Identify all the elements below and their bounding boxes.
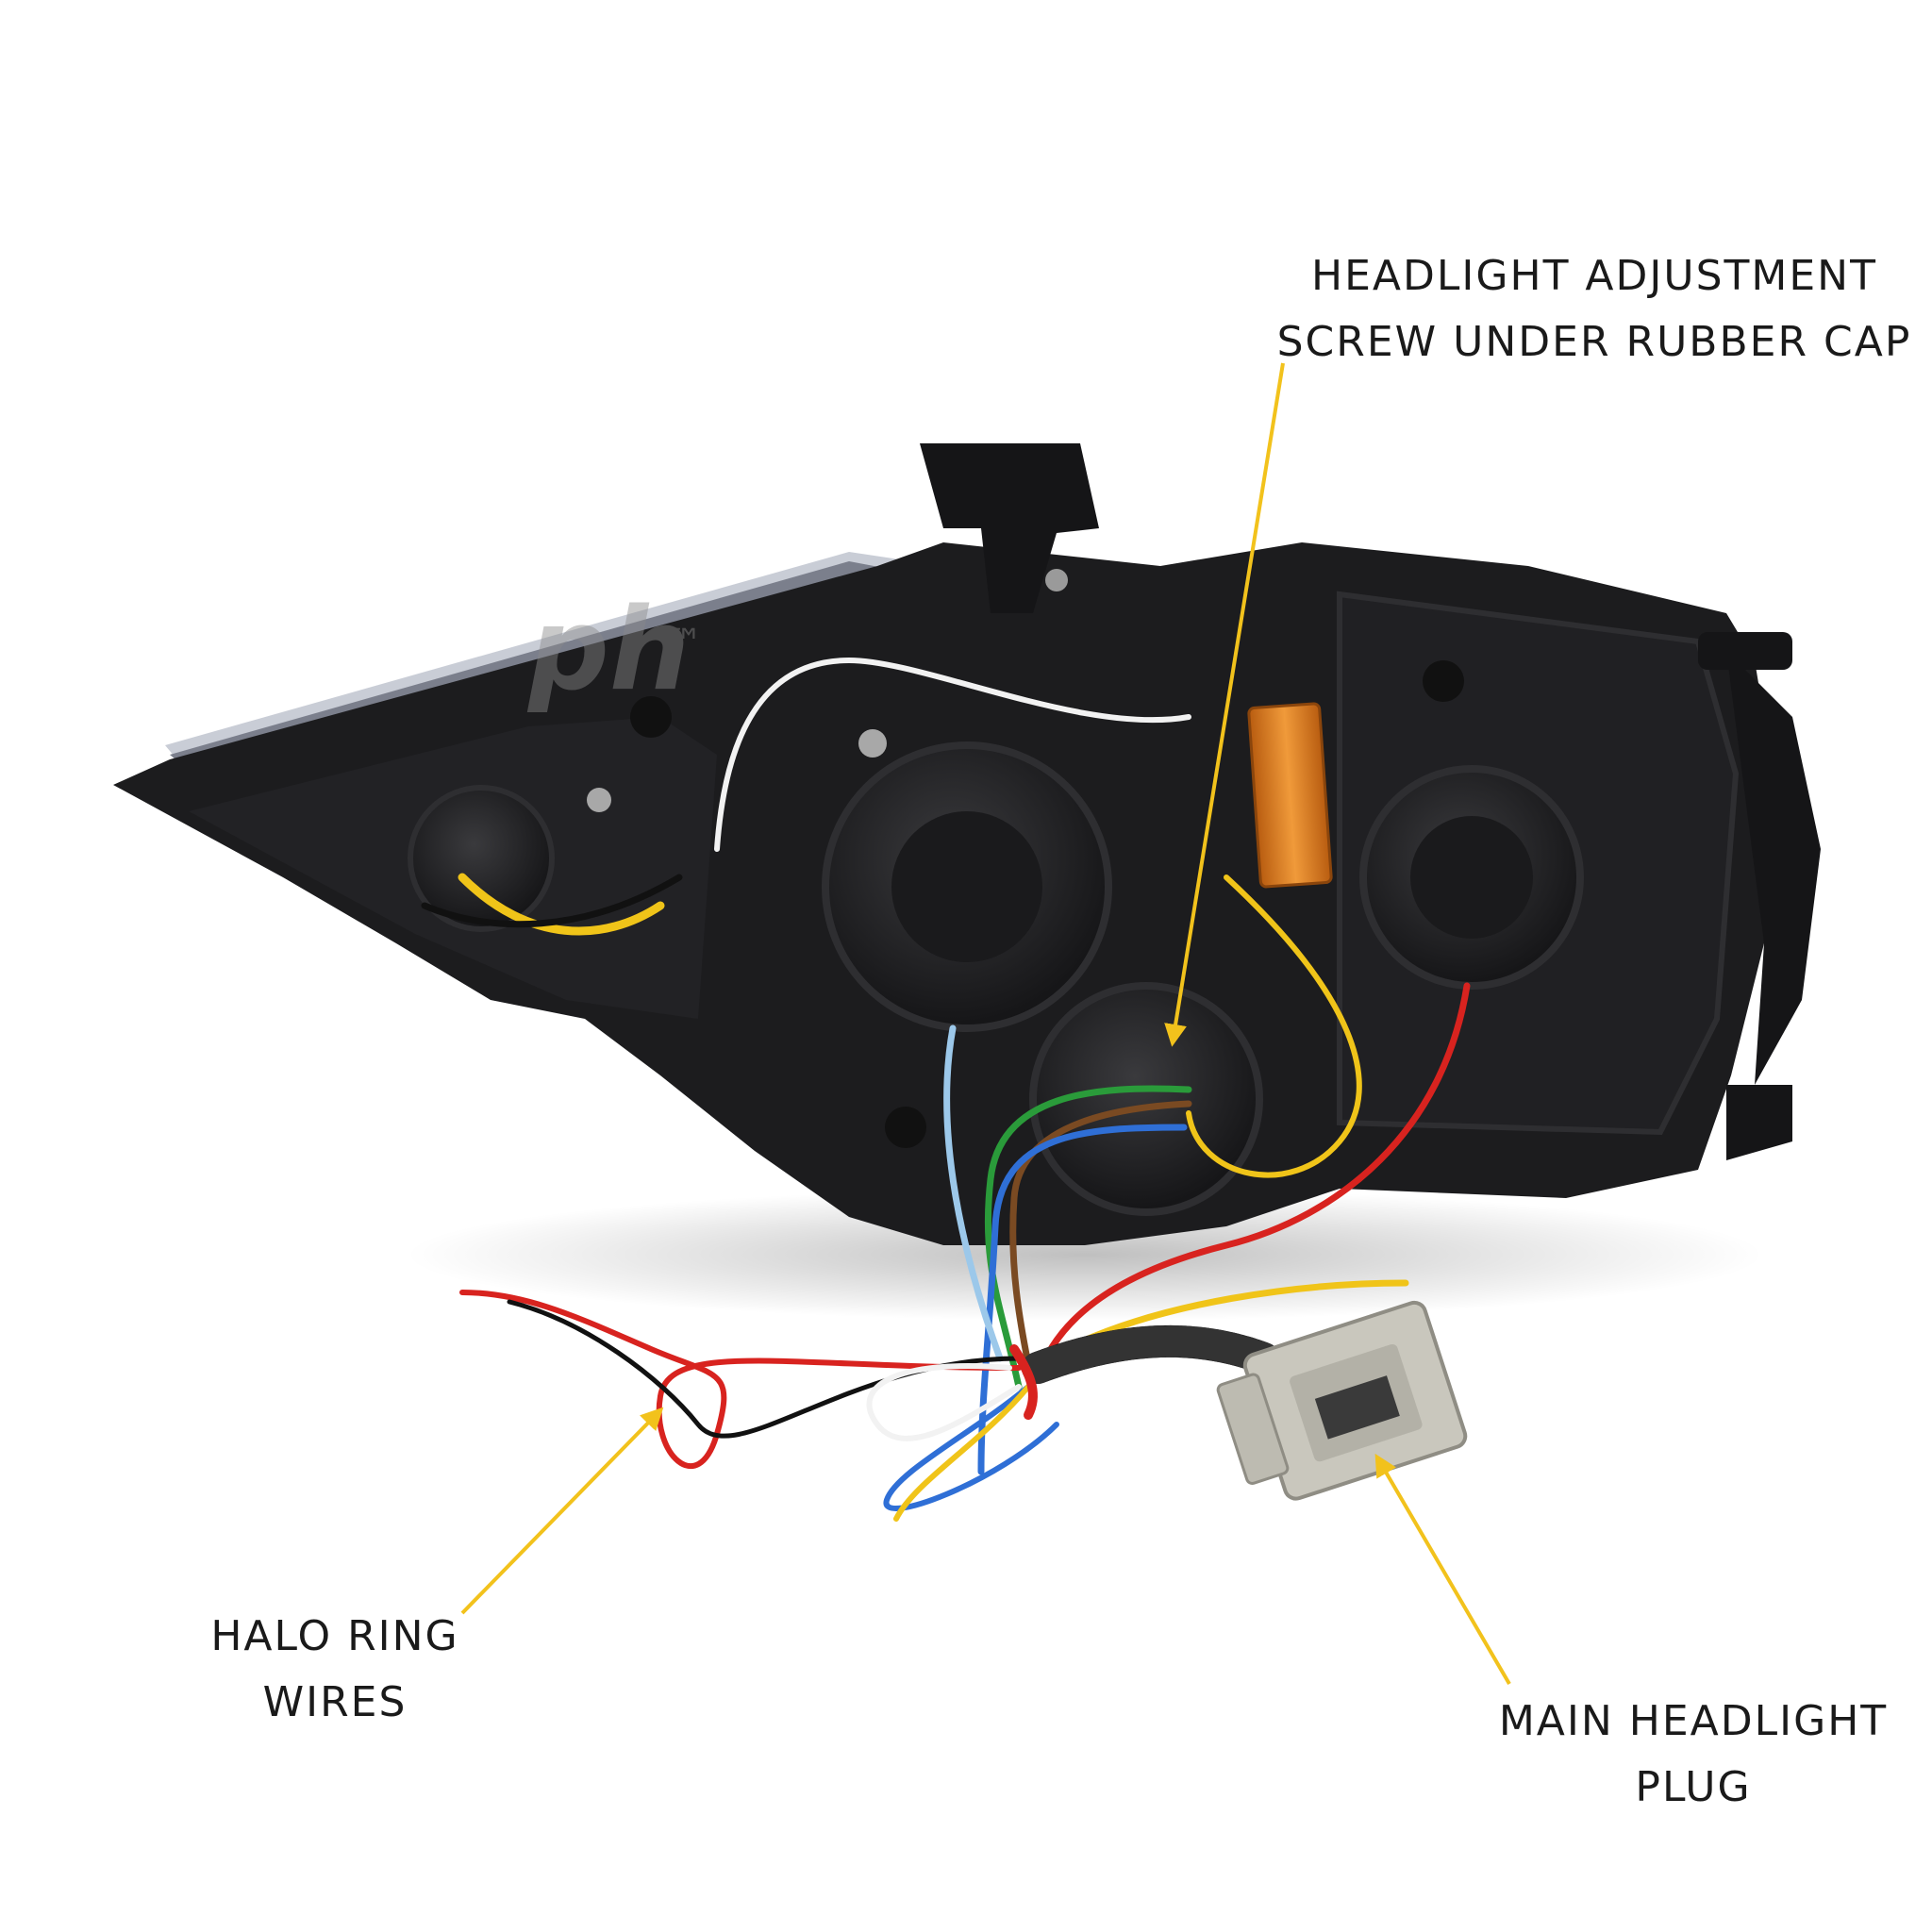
arrow-halo bbox=[460, 1407, 664, 1615]
wire-yellow-resistor bbox=[1186, 874, 1362, 1178]
wire-red-right bbox=[1034, 982, 1471, 1381]
wire-brown bbox=[1009, 1100, 1192, 1391]
wire-blue bbox=[977, 1124, 1188, 1475]
watermark-logo: ph ™ bbox=[526, 585, 703, 716]
adjustment-rubber-cap bbox=[1029, 982, 1263, 1216]
callout-line: HEADLIGHT ADJUSTMENT bbox=[1311, 252, 1877, 300]
svg-text:ph: ph bbox=[526, 585, 690, 716]
callout-adjustment-screw: HEADLIGHT ADJUSTMENT SCREW UNDER RUBBER … bbox=[1264, 243, 1924, 375]
svg-text:™: ™ bbox=[665, 622, 703, 665]
wiring-harness bbox=[421, 657, 1471, 1522]
screw-left bbox=[587, 788, 611, 812]
callout-main-headlight-plug: MAIN HEADLIGHT PLUG bbox=[1472, 1689, 1915, 1821]
wire-loop-bottom bbox=[883, 1384, 1059, 1511]
load-resistor bbox=[1247, 702, 1333, 889]
socket-left-small bbox=[408, 785, 555, 932]
callout-arrows bbox=[460, 362, 1511, 1686]
wire-halo-red bbox=[459, 1290, 1022, 1470]
callout-line: HALO RING bbox=[210, 1612, 459, 1660]
main-headlight-plug bbox=[1216, 1300, 1468, 1501]
wire-black bbox=[421, 874, 683, 928]
callout-line: SCREW UNDER RUBBER CAP bbox=[1276, 318, 1912, 366]
mounting-bracket bbox=[920, 443, 1099, 613]
ground-shadow bbox=[406, 1189, 1764, 1321]
wire-yellow bbox=[458, 873, 665, 936]
arrow-plug bbox=[1374, 1453, 1511, 1686]
callout-halo-ring-wires: HALO RING WIRES bbox=[179, 1604, 491, 1736]
wire-green bbox=[984, 1085, 1192, 1391]
right-mount-tab bbox=[1698, 632, 1792, 670]
arrow-adjustment bbox=[1164, 362, 1285, 1047]
housing-boss bbox=[1423, 660, 1464, 702]
housing-boss bbox=[885, 1107, 926, 1148]
wire-white bbox=[714, 657, 1191, 852]
callout-line: MAIN HEADLIGHT bbox=[1498, 1697, 1889, 1745]
wire-white-loop bbox=[866, 1363, 1022, 1441]
bulb-sockets bbox=[408, 741, 1584, 1216]
wire-lightblue bbox=[943, 1024, 1004, 1362]
callout-line: WIRES bbox=[262, 1678, 408, 1726]
cable-tie bbox=[1009, 1344, 1038, 1420]
housing-boss bbox=[630, 696, 672, 738]
bracket-bolt bbox=[1045, 569, 1068, 591]
screw-mid bbox=[858, 729, 887, 758]
callout-line: PLUG bbox=[1635, 1763, 1752, 1811]
